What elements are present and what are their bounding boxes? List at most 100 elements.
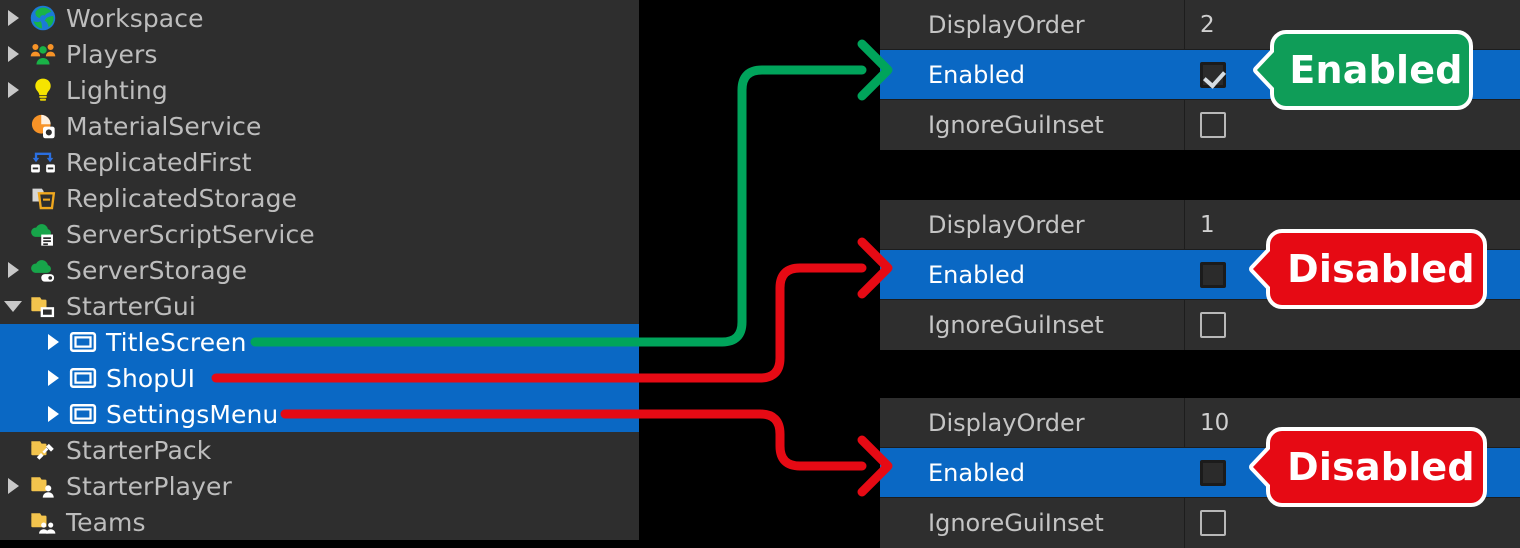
chevron-right-icon[interactable] — [0, 252, 26, 288]
property-value-text: 2 — [1200, 11, 1215, 38]
callout-badge-enabled: Enabled — [1252, 29, 1474, 111]
property-value-cell[interactable] — [1186, 448, 1520, 497]
chevron-right-icon[interactable] — [0, 72, 26, 108]
chevron-right-icon[interactable] — [0, 468, 26, 504]
property-value-cell[interactable]: 2 — [1186, 0, 1520, 49]
property-value-text: 1 — [1200, 211, 1215, 238]
chevron-right-icon[interactable] — [0, 0, 26, 36]
starter-player-icon — [26, 468, 60, 504]
callout-badge-disabled: Disabled — [1248, 426, 1488, 508]
property-row-ignoreguiinset[interactable]: IgnoreGuiInset — [880, 100, 1520, 150]
tree-item-replicatedfirst[interactable]: ReplicatedFirst — [0, 144, 639, 180]
tree-item-label: MaterialService — [66, 111, 262, 141]
workspace-icon — [26, 0, 60, 36]
tree-item-titlescreen[interactable]: TitleScreen — [0, 324, 639, 360]
tree-item-shopui[interactable]: ShopUI — [0, 360, 639, 396]
chevron-right-icon[interactable] — [40, 324, 66, 360]
tree-item-label: ServerStorage — [66, 255, 248, 285]
tree-item-startergui[interactable]: StarterGui — [0, 288, 639, 324]
callout-shape — [1249, 229, 1487, 309]
chevron-right-icon[interactable] — [40, 360, 66, 396]
tree-item-label: StarterPlayer — [66, 471, 232, 501]
property-row-displayorder[interactable]: DisplayOrder 1 — [880, 200, 1520, 250]
callout-shape — [1253, 30, 1473, 110]
screen-gui-icon — [66, 396, 100, 432]
property-row-displayorder[interactable]: DisplayOrder 10 — [880, 398, 1520, 448]
chevron-right-icon[interactable] — [0, 36, 26, 72]
property-row-ignoreguiinset[interactable]: IgnoreGuiInset — [880, 498, 1520, 548]
screen-gui-icon — [66, 360, 100, 396]
checkbox-enabled[interactable] — [1200, 459, 1226, 486]
tree-item-label: StarterGui — [66, 291, 196, 321]
tree-item-label: Teams — [66, 507, 146, 537]
property-row-ignoreguiinset[interactable]: IgnoreGuiInset — [880, 300, 1520, 350]
tree-item-settingsmenu[interactable]: SettingsMenu — [0, 396, 639, 432]
callout-label: Disabled — [1287, 445, 1475, 489]
tree-item-label: StarterPack — [66, 435, 212, 465]
twisty-placeholder — [0, 108, 26, 144]
property-value-text: 10 — [1200, 409, 1230, 436]
property-name-label: IgnoreGuiInset — [880, 100, 1185, 150]
screen-gui-icon — [66, 324, 100, 360]
twisty-placeholder — [0, 432, 26, 468]
material-service-icon — [26, 108, 60, 144]
callout-label: Disabled — [1287, 247, 1475, 291]
tree-item-label: ReplicatedFirst — [66, 147, 252, 177]
chevron-right-icon[interactable] — [40, 396, 66, 432]
property-value-cell[interactable] — [1186, 50, 1520, 99]
starter-pack-icon — [26, 432, 60, 468]
tree-item-label: TitleScreen — [106, 327, 247, 357]
twisty-placeholder — [0, 144, 26, 180]
replicated-storage-icon — [26, 180, 60, 216]
tree-item-label: ShopUI — [106, 363, 196, 393]
property-name-label: DisplayOrder — [880, 398, 1185, 447]
tree-item-teams[interactable]: Teams — [0, 504, 639, 540]
checkbox-ignoreguiinset[interactable] — [1200, 510, 1226, 536]
tree-item-label: ServerScriptService — [66, 219, 315, 249]
tree-item-starterplayer[interactable]: StarterPlayer — [0, 468, 639, 504]
property-value-cell[interactable]: 10 — [1186, 398, 1520, 447]
property-value-cell[interactable]: 1 — [1186, 200, 1520, 249]
teams-icon — [26, 504, 60, 540]
checkbox-ignoreguiinset[interactable] — [1200, 312, 1226, 338]
chevron-down-icon[interactable] — [0, 288, 26, 324]
tree-item-players[interactable]: Players — [0, 36, 639, 72]
tree-item-workspace[interactable]: Workspace — [0, 0, 639, 36]
server-script-service-icon — [26, 216, 60, 252]
explorer-tree-panel[interactable]: Workspace Players Lighting MaterialServi… — [0, 0, 639, 540]
players-icon — [26, 36, 60, 72]
checkbox-enabled[interactable] — [1200, 61, 1227, 89]
replicated-first-icon — [26, 144, 60, 180]
callout-badge-disabled: Disabled — [1248, 228, 1488, 310]
checkmark-icon — [1202, 64, 1227, 89]
tree-item-replicatedstorage[interactable]: ReplicatedStorage — [0, 180, 639, 216]
property-value-cell[interactable] — [1186, 250, 1520, 299]
tree-item-materialservice[interactable]: MaterialService — [0, 108, 639, 144]
property-name-label: DisplayOrder — [880, 200, 1185, 249]
twisty-placeholder — [0, 504, 26, 540]
property-name-label: IgnoreGuiInset — [880, 300, 1185, 350]
property-name-label: Enabled — [880, 448, 1185, 497]
twisty-placeholder — [0, 216, 26, 252]
tree-item-starterpack[interactable]: StarterPack — [0, 432, 639, 468]
checkbox-ignoreguiinset[interactable] — [1200, 112, 1226, 138]
property-name-label: Enabled — [880, 250, 1185, 299]
property-value-cell[interactable] — [1186, 100, 1520, 150]
lighting-icon — [26, 72, 60, 108]
callout-label: Enabled — [1289, 48, 1463, 92]
property-name-label: Enabled — [880, 50, 1185, 99]
property-value-cell[interactable] — [1186, 498, 1520, 548]
tree-item-lighting[interactable]: Lighting — [0, 72, 639, 108]
server-storage-icon — [26, 252, 60, 288]
property-name-label: IgnoreGuiInset — [880, 498, 1185, 548]
property-value-cell[interactable] — [1186, 300, 1520, 350]
twisty-placeholder — [0, 180, 26, 216]
tree-item-serverscriptservice[interactable]: ServerScriptService — [0, 216, 639, 252]
tree-item-label: Workspace — [66, 3, 204, 33]
tree-item-label: ReplicatedStorage — [66, 183, 298, 213]
tree-item-serverstorage[interactable]: ServerStorage — [0, 252, 639, 288]
checkbox-enabled[interactable] — [1200, 261, 1226, 288]
